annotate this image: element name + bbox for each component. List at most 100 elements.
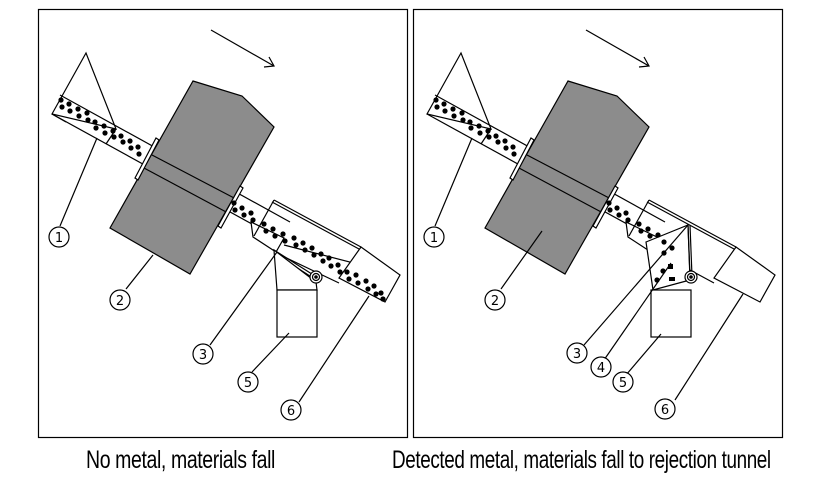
callout-3: 3 — [566, 342, 588, 364]
caption-metal-detected: Detected metal, materials fall to reject… — [392, 446, 771, 474]
material-particle — [250, 217, 256, 223]
callout-1: 1 — [423, 226, 445, 248]
material-particle — [231, 200, 237, 206]
panel-no-metal: 1 2 3 5 6 — [37, 8, 409, 439]
diverter-gate — [273, 249, 316, 277]
callout-label: 5 — [244, 376, 252, 391]
material-particle — [476, 123, 482, 129]
detector-housing — [250, 199, 362, 253]
material-particle — [442, 108, 448, 114]
material-particle — [302, 247, 308, 253]
callout-label: 3 — [573, 347, 581, 362]
material-particle — [353, 272, 359, 278]
callout-1: 1 — [48, 226, 70, 248]
reject-bin — [650, 289, 692, 338]
panel-frame — [37, 8, 409, 439]
material-particle — [120, 139, 126, 145]
callout-3: 3 — [192, 343, 214, 365]
material-particle — [661, 239, 667, 245]
callout-label: 3 — [199, 348, 207, 363]
material-particle — [84, 110, 90, 116]
callout-leaders — [59, 137, 370, 403]
material-particle — [625, 217, 631, 223]
material-particle — [493, 133, 499, 139]
material-particle — [655, 232, 661, 238]
material-particle — [293, 242, 299, 248]
material-particle — [645, 226, 651, 232]
flow-direction-arrow-icon — [585, 29, 650, 68]
material-particle — [636, 221, 642, 227]
magnet-flange — [134, 137, 160, 181]
material-particle — [118, 133, 124, 139]
material-particle — [102, 130, 108, 136]
magnet-band — [526, 154, 612, 200]
reject-bin — [276, 289, 318, 338]
panel-frame — [412, 8, 784, 439]
material-particle — [135, 144, 141, 150]
material-particle — [75, 106, 81, 112]
callout-label: 5 — [619, 376, 627, 391]
material-particle — [309, 245, 315, 251]
callout-5: 5 — [237, 371, 259, 393]
material-particle — [378, 290, 384, 296]
material-particle — [638, 228, 644, 234]
material-particle — [93, 125, 99, 131]
material-particle — [344, 269, 350, 275]
material-particle — [467, 119, 473, 125]
material-particle — [328, 263, 334, 269]
callout-6: 6 — [654, 398, 676, 420]
pivot-icon — [684, 270, 698, 284]
material-particle — [101, 123, 107, 129]
material-particle — [263, 228, 269, 234]
material-particle — [318, 251, 324, 257]
material-particle — [371, 283, 377, 289]
material-particle — [239, 205, 245, 211]
material-particle — [66, 101, 72, 107]
material-particle — [111, 134, 117, 140]
material-particle — [232, 207, 238, 213]
material-particle — [337, 269, 343, 275]
callout-label: 6 — [661, 403, 669, 418]
material-particle — [510, 144, 516, 150]
material-particle — [127, 138, 133, 144]
material-particle — [261, 221, 267, 227]
material-particle — [511, 151, 517, 157]
panel-metal-detected: 1 2 3 4 5 6 — [412, 8, 784, 439]
caption-no-metal: No metal, materials fall — [86, 446, 275, 474]
material-particle — [373, 291, 379, 297]
material-particle — [326, 255, 332, 261]
material-particle — [311, 252, 317, 258]
material-particle — [58, 97, 64, 103]
material-particle — [441, 101, 447, 107]
material-particle — [607, 207, 613, 213]
material-particle — [248, 210, 254, 216]
material-particle — [433, 97, 439, 103]
material-particle — [136, 151, 142, 157]
material-particle — [451, 113, 457, 119]
callout-2: 2 — [484, 289, 506, 311]
material-particle — [280, 231, 286, 237]
material-particle — [380, 296, 386, 302]
material-particle — [355, 280, 361, 286]
material-particle — [92, 119, 98, 125]
rejection-tunnel — [713, 246, 776, 303]
magnet-flange — [509, 137, 535, 181]
normal-outlet — [338, 246, 401, 303]
callout-6: 6 — [280, 399, 302, 421]
outlet-tube — [689, 246, 776, 303]
callout-label: 1 — [430, 231, 438, 246]
material-particle — [300, 240, 306, 246]
material-particle — [270, 226, 276, 232]
callout-label: 2 — [491, 294, 499, 309]
callout-label: 2 — [116, 294, 124, 309]
callout-label: 1 — [55, 231, 63, 246]
callout-label: 6 — [287, 404, 295, 419]
material-particle — [241, 212, 247, 218]
material-particle — [365, 286, 371, 292]
material-particle — [503, 145, 509, 151]
feed-hopper — [426, 51, 492, 130]
material-particle — [616, 212, 622, 218]
material-particle — [76, 113, 82, 119]
material-particle — [335, 262, 341, 268]
